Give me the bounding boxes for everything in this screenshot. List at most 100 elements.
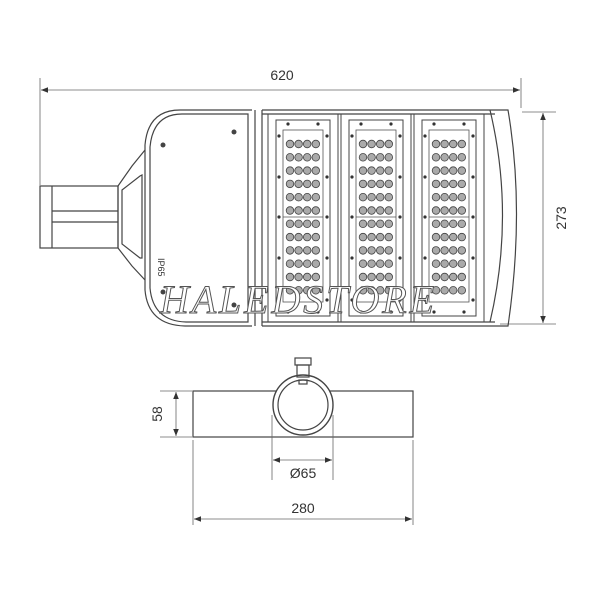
side-height-dimension: 58 <box>149 390 192 438</box>
led <box>376 219 385 228</box>
led <box>311 259 320 268</box>
ip-rating-label: IP65 <box>156 258 166 277</box>
led <box>449 192 458 202</box>
watermark: HALEDSTORE <box>159 277 435 322</box>
led <box>457 166 466 175</box>
led <box>358 219 368 228</box>
led <box>384 192 393 202</box>
led <box>303 153 312 162</box>
led <box>457 259 466 268</box>
led <box>285 153 295 162</box>
led <box>303 272 312 282</box>
led <box>367 179 376 189</box>
led <box>358 206 368 215</box>
led <box>449 219 458 228</box>
led <box>311 179 320 189</box>
driver-housing: IP65 <box>144 109 263 327</box>
led <box>367 139 376 149</box>
led <box>367 246 376 255</box>
led <box>457 246 466 255</box>
led <box>285 139 295 149</box>
led <box>367 259 376 268</box>
led <box>367 232 376 242</box>
led <box>285 192 295 202</box>
led-module <box>267 113 339 323</box>
led <box>449 259 458 268</box>
led <box>367 272 376 282</box>
led <box>440 219 449 228</box>
led <box>449 153 458 162</box>
led <box>449 139 458 149</box>
led <box>431 286 441 295</box>
led <box>311 166 320 175</box>
led <box>384 219 393 228</box>
led <box>431 232 441 242</box>
led <box>457 192 466 202</box>
led <box>294 286 303 295</box>
led <box>358 232 368 242</box>
led <box>376 286 385 295</box>
led <box>431 192 441 202</box>
led <box>440 272 449 282</box>
led <box>440 286 449 295</box>
led <box>449 272 458 282</box>
led <box>440 153 449 162</box>
led <box>294 232 303 242</box>
length-dimension: 620 <box>39 67 522 185</box>
led <box>376 259 385 268</box>
led <box>303 259 312 268</box>
led <box>376 272 385 282</box>
led <box>376 139 385 149</box>
led <box>384 153 393 162</box>
mounting-arm <box>39 149 146 281</box>
led <box>311 232 320 242</box>
led <box>449 232 458 242</box>
led <box>294 246 303 255</box>
led <box>358 166 368 175</box>
led <box>311 206 320 215</box>
led <box>358 286 368 295</box>
led <box>431 219 441 228</box>
led <box>440 206 449 215</box>
led <box>311 272 320 282</box>
led <box>294 259 303 268</box>
led <box>449 206 458 215</box>
led <box>457 232 466 242</box>
led <box>431 272 441 282</box>
led <box>376 232 385 242</box>
led <box>285 179 295 189</box>
led-modules <box>267 113 485 323</box>
led <box>449 166 458 175</box>
led <box>440 192 449 202</box>
led <box>431 246 441 255</box>
led <box>376 206 385 215</box>
led <box>431 153 441 162</box>
led <box>311 153 320 162</box>
led <box>311 139 320 149</box>
led <box>376 246 385 255</box>
led <box>367 286 376 295</box>
led <box>367 219 376 228</box>
led <box>384 272 393 282</box>
led <box>384 166 393 175</box>
led <box>303 166 312 175</box>
led <box>431 259 441 268</box>
led <box>294 166 303 175</box>
led <box>440 139 449 149</box>
led <box>384 286 393 295</box>
led <box>285 232 295 242</box>
led <box>457 139 466 149</box>
led <box>294 206 303 215</box>
led <box>285 166 295 175</box>
led <box>285 206 295 215</box>
led <box>449 179 458 189</box>
led <box>431 206 441 215</box>
height-label: 273 <box>553 206 569 230</box>
led <box>457 219 466 228</box>
side-width-label: 280 <box>291 500 315 516</box>
led <box>457 179 466 189</box>
led <box>457 206 466 215</box>
side-width-dimension: 280 <box>192 440 414 525</box>
